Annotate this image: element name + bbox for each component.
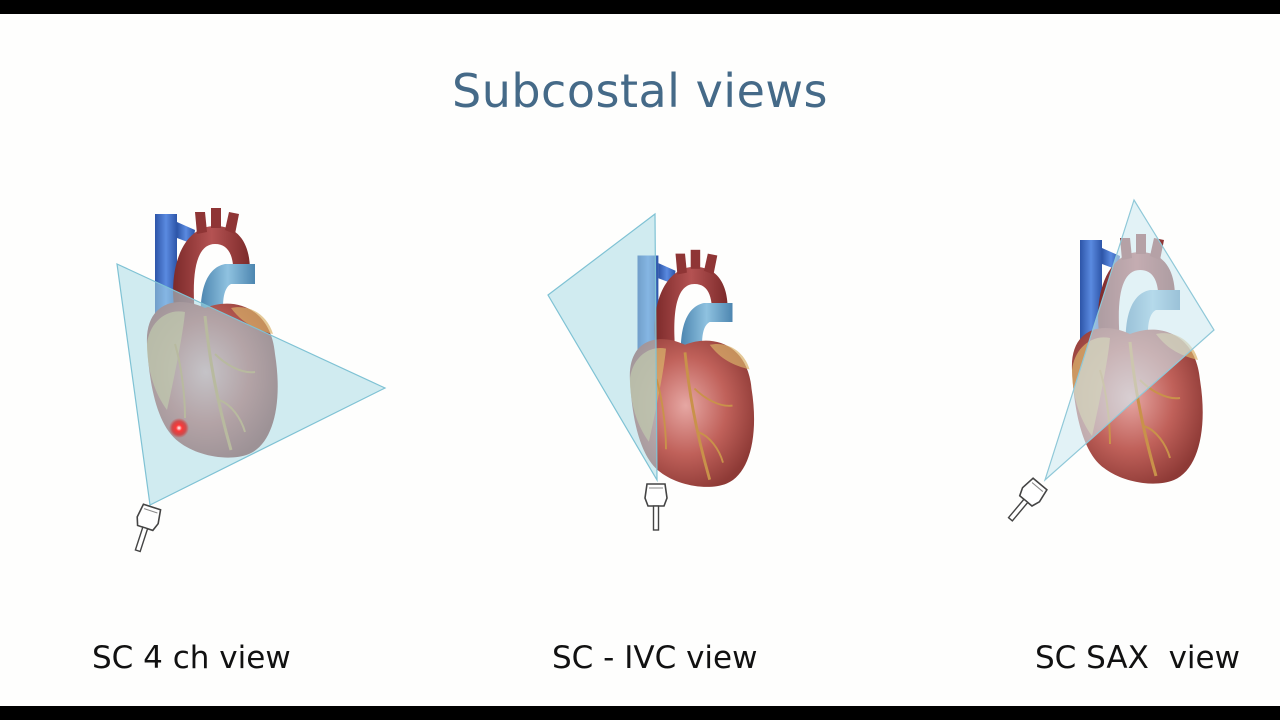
- probe-icon-3: [1001, 476, 1050, 528]
- ultrasound-beam-2: [547, 212, 658, 483]
- sc-ivc-diagram: [547, 212, 756, 531]
- letterbox-bottom: [0, 706, 1280, 720]
- probe-icon-2: [644, 483, 668, 531]
- sc-4ch-diagram: [116, 206, 387, 555]
- caption-sc-ivc: SC - IVC view: [552, 640, 758, 676]
- probe-icon-1: [126, 502, 164, 555]
- ultrasound-beam-3: [1043, 198, 1215, 482]
- sc-sax-diagram: [1001, 198, 1215, 528]
- letterbox-top: [0, 0, 1280, 14]
- pointer-marker: [169, 418, 189, 438]
- ultrasound-beam-1: [116, 262, 387, 506]
- caption-sc-sax: SC SAX view: [1035, 640, 1240, 676]
- slide-title: Subcostal views: [452, 64, 828, 118]
- caption-sc-4ch: SC 4 ch view: [92, 640, 291, 676]
